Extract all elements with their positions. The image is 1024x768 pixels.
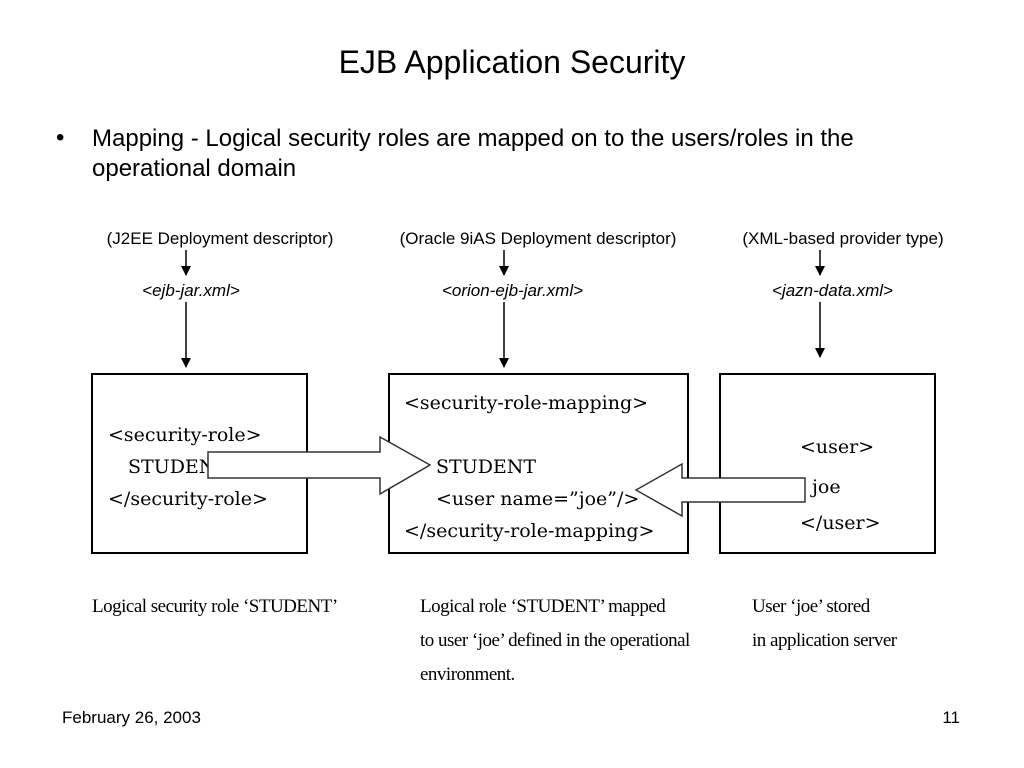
code-user-element: <user name=”joe”/> (436, 488, 640, 510)
file-label-ejb-jar: <ejb-jar.xml> (142, 281, 240, 300)
source-label-j2ee: (J2EE Deployment descriptor) (106, 229, 334, 248)
caption-logical-role: Logical security role ‘STUDENT’ (92, 590, 338, 624)
caption-role-mapped-line-2: to user ‘joe’ defined in the operational (420, 630, 690, 651)
caption-user-stored: User ‘joe’ stored in application server (752, 590, 897, 658)
orion-ejb-jar-box (388, 373, 689, 554)
block-arrow-role-to-mapping (207, 435, 432, 496)
bullet-marker: • (56, 124, 65, 151)
code-user-close: </user> (800, 512, 881, 534)
code-user-open: <user> (800, 436, 875, 458)
caption-role-mapped: Logical role ‘STUDENT’ mapped to user ‘j… (420, 590, 690, 692)
code-role-mapping-open: <security-role-mapping> (404, 392, 649, 414)
page-number: 11 (942, 708, 960, 727)
source-label-oracle: (Oracle 9iAS Deployment descriptor) (399, 229, 677, 248)
caption-role-mapped-line-3: environment. (420, 664, 515, 685)
code-student-mapped: STUDENT (436, 456, 537, 478)
file-label-jazn-data: <jazn-data.xml> (772, 281, 893, 300)
jazn-data-box (719, 373, 936, 554)
file-label-orion-ejb-jar: <orion-ejb-jar.xml> (441, 281, 584, 300)
code-user-joe: joe (812, 476, 841, 498)
source-label-xml: (XML-based provider type) (742, 229, 944, 248)
code-role-mapping-close: </security-role-mapping> (404, 520, 655, 542)
caption-logical-role-line: Logical security role ‘STUDENT’ (92, 596, 338, 617)
footer-date: February 26, 2003 (62, 708, 201, 727)
caption-user-stored-line-2: in application server (752, 630, 897, 651)
code-security-role-open: <security-role> (108, 424, 262, 446)
caption-role-mapped-line-1: Logical role ‘STUDENT’ mapped (420, 596, 666, 617)
block-arrow-user-to-mapping (634, 462, 806, 518)
caption-user-stored-line-1: User ‘joe’ stored (752, 596, 870, 617)
bullet-text: Mapping - Logical security roles are map… (92, 125, 854, 182)
code-security-role-close: </security-role> (108, 488, 268, 510)
slide-title: EJB Application Security (338, 44, 686, 80)
code-student-role: STUDENT (128, 456, 229, 478)
